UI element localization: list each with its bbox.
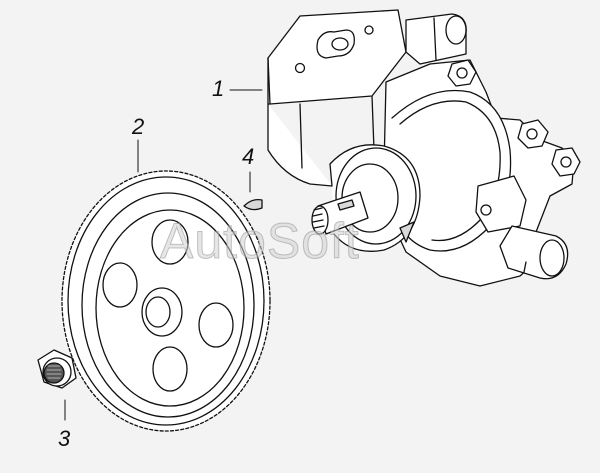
callout-4: 4 xyxy=(242,144,255,169)
hex-nut xyxy=(37,349,77,389)
callout-2: 2 xyxy=(132,114,145,139)
oil-pump-body xyxy=(267,9,581,287)
callout-3: 3 xyxy=(58,426,71,451)
woodruff-key xyxy=(243,198,263,211)
leader-lines xyxy=(64,89,263,421)
callout-1: 1 xyxy=(212,76,225,101)
drive-gear xyxy=(61,170,271,432)
